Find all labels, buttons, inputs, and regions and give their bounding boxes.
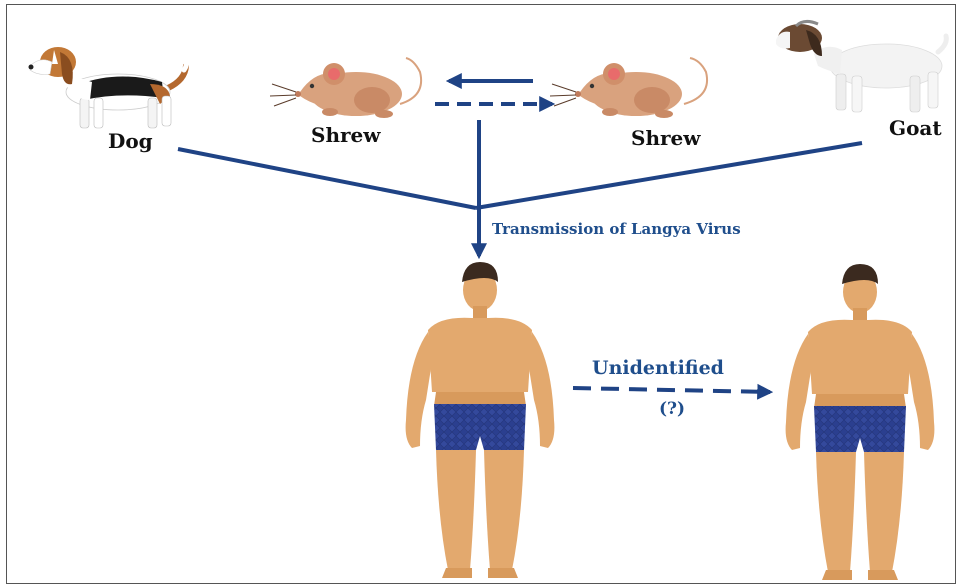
dog-label: Dog: [108, 129, 153, 153]
human-right-figure: [786, 264, 935, 580]
transmission-label: Transmission of Langya Virus: [492, 220, 741, 238]
dog-illustration: [29, 47, 187, 128]
goat-illustration: [776, 21, 946, 112]
shrew-right-label: Shrew: [631, 126, 701, 150]
shrew-left-illustration: [270, 58, 421, 118]
shrew-left-label: Shrew: [311, 123, 381, 147]
dog-transmission-line: [178, 149, 476, 208]
human-left-figure: [406, 262, 555, 578]
goat-label: Goat: [889, 116, 942, 140]
shrew-right-illustration: [550, 58, 707, 118]
human-to-human-dashed-arrow: [573, 388, 770, 392]
question-mark-label: (?): [659, 399, 685, 419]
goat-transmission-line: [476, 143, 862, 208]
unidentified-label: Unidentified: [592, 357, 724, 379]
